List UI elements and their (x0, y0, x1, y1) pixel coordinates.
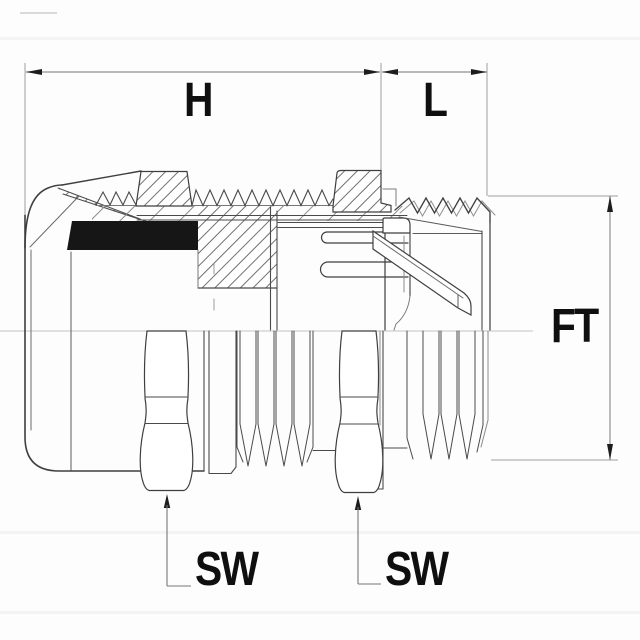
ft-dimension (488, 195, 618, 461)
cap-section (24, 169, 408, 472)
arrowhead-up (354, 496, 362, 510)
scan-artifact-band (0, 611, 640, 614)
arrowhead-down (607, 444, 613, 460)
dim-label-sw-cap: SW (195, 543, 259, 596)
body-hex-facet (334, 330, 384, 494)
dim-label-sw-body: SW (385, 543, 449, 596)
sw-leader-body (354, 496, 381, 585)
dim-label-ft: FT (551, 300, 599, 353)
arrowhead-right (471, 69, 487, 75)
arrowhead-left (382, 69, 398, 75)
l-dimension (382, 63, 488, 196)
lamella-finger-upper (320, 231, 409, 244)
arrowhead-up (607, 196, 613, 212)
dim-label-h: H (184, 74, 213, 127)
lamella-strip-tilted (372, 229, 472, 317)
body-interior-section (277, 212, 491, 331)
dim-label-l: L (423, 74, 448, 127)
arrowhead-left (26, 69, 42, 75)
lamella-finger-lower (319, 261, 409, 278)
h-dimension (24, 63, 382, 215)
arrowhead-up (163, 494, 171, 508)
scan-artifact-band (0, 37, 640, 40)
middle-thread-exterior (236, 330, 339, 467)
male-thread-section-top (382, 188, 496, 232)
male-thread-exterior (406, 330, 489, 460)
cap-exterior (24, 214, 237, 492)
arrowhead-right (364, 69, 380, 75)
scan-artifact-band (0, 531, 640, 534)
cap-hex-facet (139, 330, 194, 492)
body-hex-exterior (334, 330, 408, 494)
sw-leader-cap (163, 494, 191, 587)
